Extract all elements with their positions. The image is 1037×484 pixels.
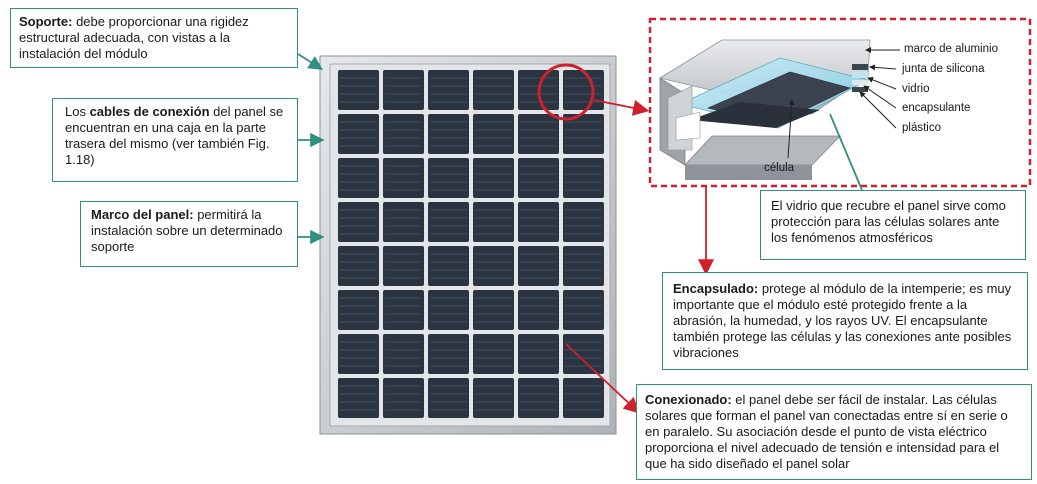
line-vidrio <box>829 113 863 191</box>
solar-panel <box>319 55 617 435</box>
solar-cell <box>518 158 559 198</box>
solar-cell <box>338 334 379 374</box>
solar-cell <box>563 202 604 242</box>
box-conexionado: Conexionado: el panel debe ser fácil de … <box>636 384 1032 480</box>
solar-cell <box>518 290 559 330</box>
solar-cell <box>338 158 379 198</box>
solar-cell <box>518 334 559 374</box>
solar-cell <box>563 70 604 110</box>
solar-cell <box>428 114 469 154</box>
solar-cell <box>473 334 514 374</box>
solar-cell <box>518 378 559 418</box>
solar-cell <box>428 246 469 286</box>
arrow-to-conexionado <box>565 343 640 414</box>
highlight-circle <box>537 63 595 121</box>
solar-cell <box>518 202 559 242</box>
solar-cell <box>428 202 469 242</box>
solar-cell <box>563 246 604 286</box>
marco-heading: Marco del panel: <box>91 207 194 222</box>
solar-cell <box>563 378 604 418</box>
marco-text: permitirá la instalación sobre un determ… <box>91 207 283 254</box>
solar-cell <box>473 114 514 154</box>
solar-cell <box>383 246 424 286</box>
vidrio-text: El vidrio que recubre el panel sirve com… <box>771 198 1006 245</box>
solar-cell <box>563 158 604 198</box>
arrow-to-detail <box>593 99 650 116</box>
detail-box-border <box>648 17 1032 188</box>
solar-cell <box>428 158 469 198</box>
cables-text: del panel se encuentran en una caja en l… <box>65 104 284 167</box>
label-plastico: plástico <box>902 122 941 134</box>
solar-cell <box>338 114 379 154</box>
solar-cell <box>383 114 424 154</box>
encapsulado-heading: Encapsulado: <box>673 281 759 296</box>
soporte-heading: Soporte: <box>19 14 73 29</box>
solar-cell <box>473 202 514 242</box>
box-cables: Los cables de conexión del panel se encu… <box>52 98 298 182</box>
box-vidrio: El vidrio que recubre el panel sirve com… <box>760 190 1026 260</box>
solar-cell <box>428 378 469 418</box>
solar-cell <box>383 290 424 330</box>
label-celula: célula <box>764 162 795 174</box>
solar-cell <box>563 334 604 374</box>
solar-cell <box>473 378 514 418</box>
solar-cell <box>428 334 469 374</box>
solar-cell <box>473 246 514 286</box>
solar-cell-grid <box>338 70 604 418</box>
solar-cell <box>338 202 379 242</box>
encapsulado-text: protege al módulo de la intemperie; es m… <box>673 281 1012 360</box>
label-vidrio: vidrio <box>902 83 930 95</box>
solar-cell <box>428 290 469 330</box>
box-soporte: Soporte: debe proporcionar una rigidez e… <box>10 8 298 68</box>
box-encapsulado: Encapsulado: protege al módulo de la int… <box>662 272 1028 370</box>
box-marco: Marco del panel: permitirá la instalació… <box>80 201 298 267</box>
solar-cell <box>473 290 514 330</box>
solar-cell <box>383 378 424 418</box>
cables-heading: cables de conexión <box>89 104 210 119</box>
arrow-soporte <box>297 53 324 70</box>
solar-cell <box>383 202 424 242</box>
soporte-text: debe proporcionar una rigidez estructura… <box>19 14 249 61</box>
solar-cell <box>518 114 559 154</box>
solar-cell <box>383 158 424 198</box>
solar-cell <box>383 334 424 374</box>
solar-cell <box>338 378 379 418</box>
label-marco-aluminio: marco de aluminio <box>904 43 998 55</box>
conexionado-heading: Conexionado: <box>645 392 732 407</box>
cables-pre: Los <box>65 104 90 119</box>
conexionado-text: el panel debe ser fácil de instalar. Las… <box>645 392 1008 471</box>
solar-cell <box>338 246 379 286</box>
label-junta: junta de silicona <box>902 63 985 75</box>
solar-cell <box>563 290 604 330</box>
solar-cell <box>473 158 514 198</box>
label-encapsulante: encapsulante <box>902 102 971 114</box>
solar-cell <box>428 70 469 110</box>
solar-cell <box>338 290 379 330</box>
solar-cell <box>473 70 514 110</box>
solar-cell <box>383 70 424 110</box>
cross-section-illustration <box>658 39 871 180</box>
solar-cell <box>338 70 379 110</box>
solar-cell <box>563 114 604 154</box>
solar-cell <box>518 246 559 286</box>
